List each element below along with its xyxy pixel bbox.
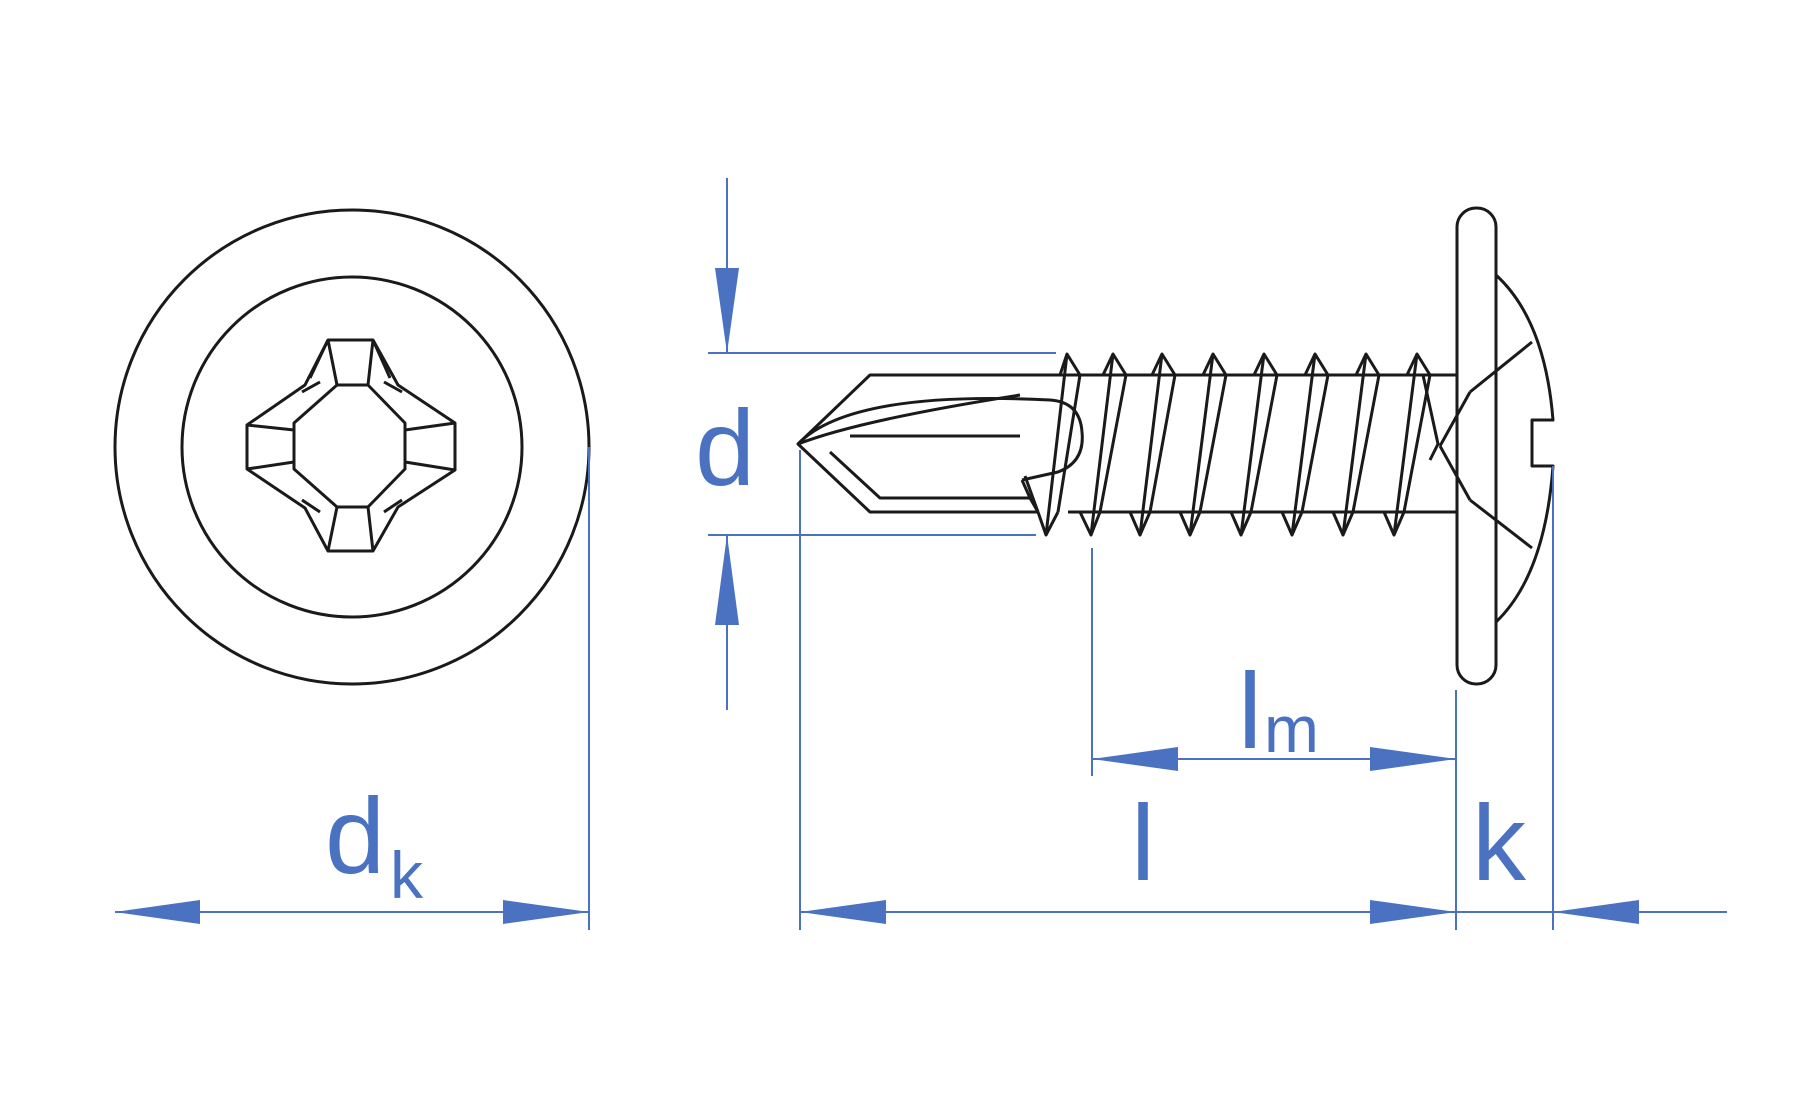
label-dk: d [325,775,385,896]
dk-arrow-left [115,900,200,924]
label-k: k [1472,782,1527,903]
screw-side-view [796,206,1555,686]
label-d: d [695,387,755,508]
dimension-lines [115,178,1727,930]
label-lm-subscript: m [1264,692,1319,766]
label-l: l [1131,782,1155,903]
threaded-shank [1036,352,1457,537]
label-dk-subscript: k [390,838,424,912]
d-arrow-bottom [715,535,739,625]
head-top-view [113,208,591,686]
head-inner-circle [180,275,524,619]
dk-arrow-right [503,900,589,924]
dimension-labels: d d k l m l k [325,387,1527,912]
l-arrow-left [800,900,886,924]
lm-arrow-right [1370,747,1456,771]
lm-arrow-left [1092,747,1178,771]
head-outer-circle [113,208,591,686]
domed-head [1494,273,1555,624]
pozidriv-recess [245,338,457,553]
washer-flange [1455,206,1498,686]
d-arrow-top [715,268,739,353]
drill-point [796,373,1084,514]
label-lm: l [1238,650,1262,771]
k-arrow-right [1553,900,1639,924]
l-arrow-right [1370,900,1456,924]
